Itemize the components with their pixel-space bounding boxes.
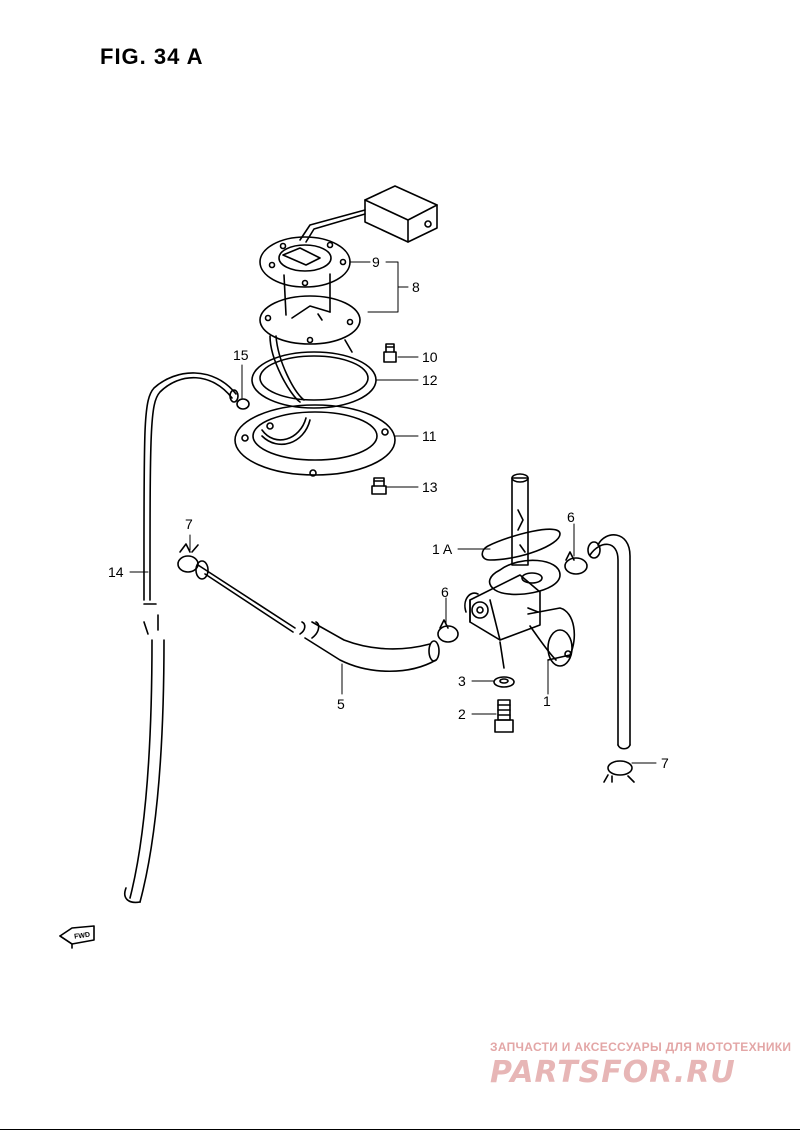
callout-13: 13 [422,479,438,495]
hose-14 [124,372,239,904]
fuel-cock-1 [464,473,576,669]
fwd-arrow-icon [59,925,95,949]
callout-10: 10 [422,349,438,365]
sender-box [299,185,438,243]
bottom-border [0,1129,800,1130]
washer-3 [493,676,515,688]
screw-10 [383,343,397,363]
watermark-logo: PARTSFOR.RU [490,1055,736,1090]
clamp-6-lower [437,619,459,643]
gauge-flange-9 [259,236,351,321]
callout-5: 5 [337,696,345,712]
callout-6-upper: 6 [567,509,575,525]
clip-7-upper [177,543,199,573]
figure-title: FIG. 34 A [100,44,204,69]
callout-11: 11 [422,428,437,444]
leader-lines [129,261,657,764]
callout-6-lower: 6 [441,584,449,600]
gauge-plate-8 [259,295,361,403]
screw-13 [371,477,387,495]
callout-1A: 1 A [432,541,453,557]
callout-14: 14 [108,564,124,580]
callout-2: 2 [458,706,466,722]
callout-3: 3 [458,673,466,689]
callout-7-upper: 7 [185,516,193,532]
hose-right [587,534,631,750]
o-ring-15 [236,398,250,410]
bolt-2 [494,699,514,733]
callout-8: 8 [412,279,420,295]
fwd-label: FWD [74,932,91,941]
o-ring-1A [481,528,561,561]
callout-1: 1 [543,693,551,709]
ring-gasket-11 [234,404,396,477]
watermark-subtitle: ЗАПЧАСТИ И АКСЕССУАРЫ ДЛЯ МОТОТЕХНИКИ [490,1040,792,1054]
clamp-6-upper [564,551,588,575]
hose-5 [195,560,440,672]
clip-7-lower [603,760,635,783]
callout-15: 15 [233,347,249,363]
callout-7-lower: 7 [661,755,669,771]
gasket-ring-12 [251,351,377,409]
callout-12: 12 [422,372,438,388]
callout-9: 9 [372,254,380,270]
